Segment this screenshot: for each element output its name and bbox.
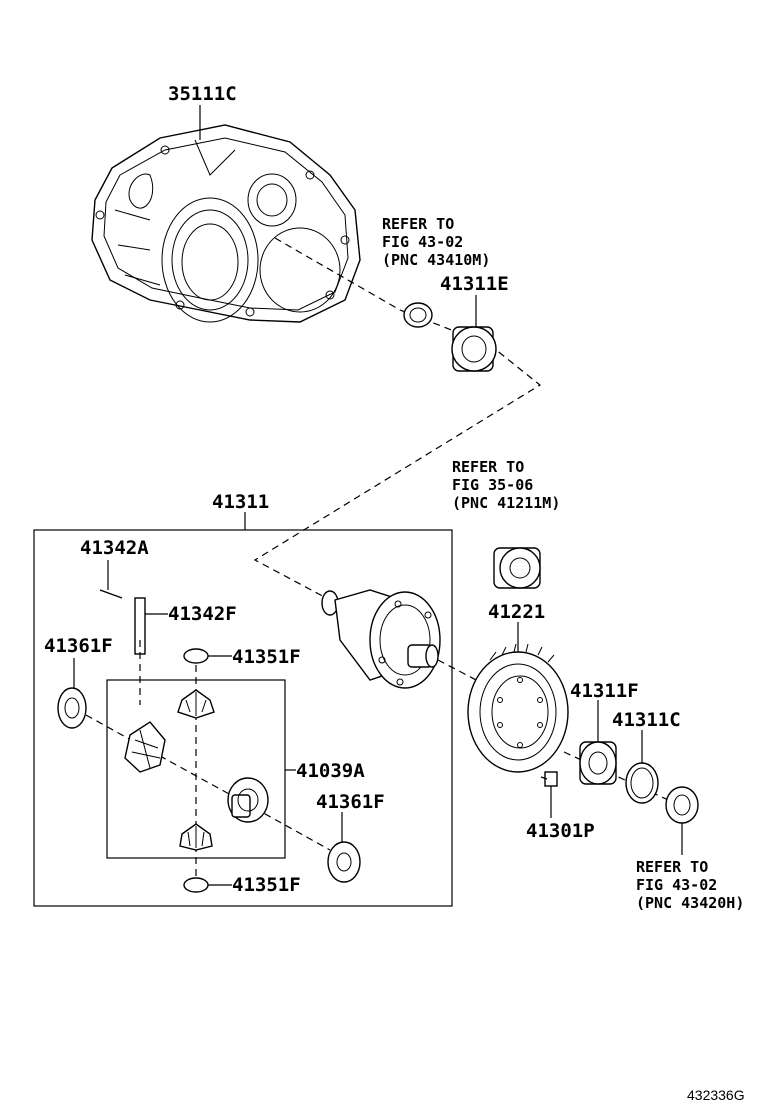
part-label-41039a: 41039A <box>296 760 365 782</box>
pinion-gear-upper <box>177 689 215 719</box>
oil-seal-upper <box>403 302 433 328</box>
side-gear-left <box>124 721 166 773</box>
assembly-box-41311 <box>33 529 453 907</box>
lock-pin <box>99 589 123 599</box>
part-label-41301p: 41301P <box>526 820 595 842</box>
side-gear-washer-right <box>327 841 361 883</box>
differential-case <box>321 589 441 689</box>
part-label-41351f-lower: 41351F <box>232 874 301 896</box>
thrust-washer-lower <box>183 877 209 893</box>
bearing-41211m <box>493 547 541 589</box>
pinion-gear-lower <box>179 823 213 851</box>
part-label-41361f-right: 41361F <box>316 791 385 813</box>
ring-gear-bolt <box>540 771 558 787</box>
figure-id: 432336G <box>687 1087 745 1103</box>
bearing-41311f <box>579 741 617 785</box>
ref-2-line1: REFER TO <box>452 458 524 476</box>
part-label-41311e: 41311E <box>440 273 509 295</box>
ref-1-line1: REFER TO <box>382 215 454 233</box>
axis-diagonal <box>85 714 331 851</box>
part-label-41342a: 41342A <box>80 537 149 559</box>
ring-gear <box>467 643 569 773</box>
ref-1-line2: FIG 43-02 <box>382 233 463 251</box>
side-gear-right <box>227 777 269 823</box>
part-label-41351f-upper: 41351F <box>232 646 301 668</box>
part-label-41361f-left: 41361F <box>44 635 113 657</box>
ref-2-line3: (PNC 41211M) <box>452 494 560 512</box>
bearing-41311e <box>451 326 497 372</box>
thrust-washer-upper <box>183 648 209 664</box>
ref-1-line3: (PNC 43410M) <box>382 251 490 269</box>
bearing-race-41311c <box>625 762 659 804</box>
ref-3-line3: (PNC 43420H) <box>636 894 744 912</box>
axis-line-upper <box>253 237 542 601</box>
axis-to-ring-gear <box>437 659 481 683</box>
transaxle-housing <box>91 124 361 323</box>
part-label-41311f: 41311F <box>570 680 639 702</box>
oil-seal-lower <box>665 786 699 824</box>
part-label-35111c: 35111C <box>168 83 237 105</box>
ref-2-line2: FIG 35-06 <box>452 476 533 494</box>
part-label-41311c: 41311C <box>612 709 681 731</box>
part-label-41311: 41311 <box>212 491 269 513</box>
side-gear-washer-left <box>57 687 87 729</box>
part-label-41221: 41221 <box>488 601 545 623</box>
part-label-41342f: 41342F <box>168 603 237 625</box>
ref-3-line2: FIG 43-02 <box>636 876 717 894</box>
ref-3-line1: REFER TO <box>636 858 708 876</box>
